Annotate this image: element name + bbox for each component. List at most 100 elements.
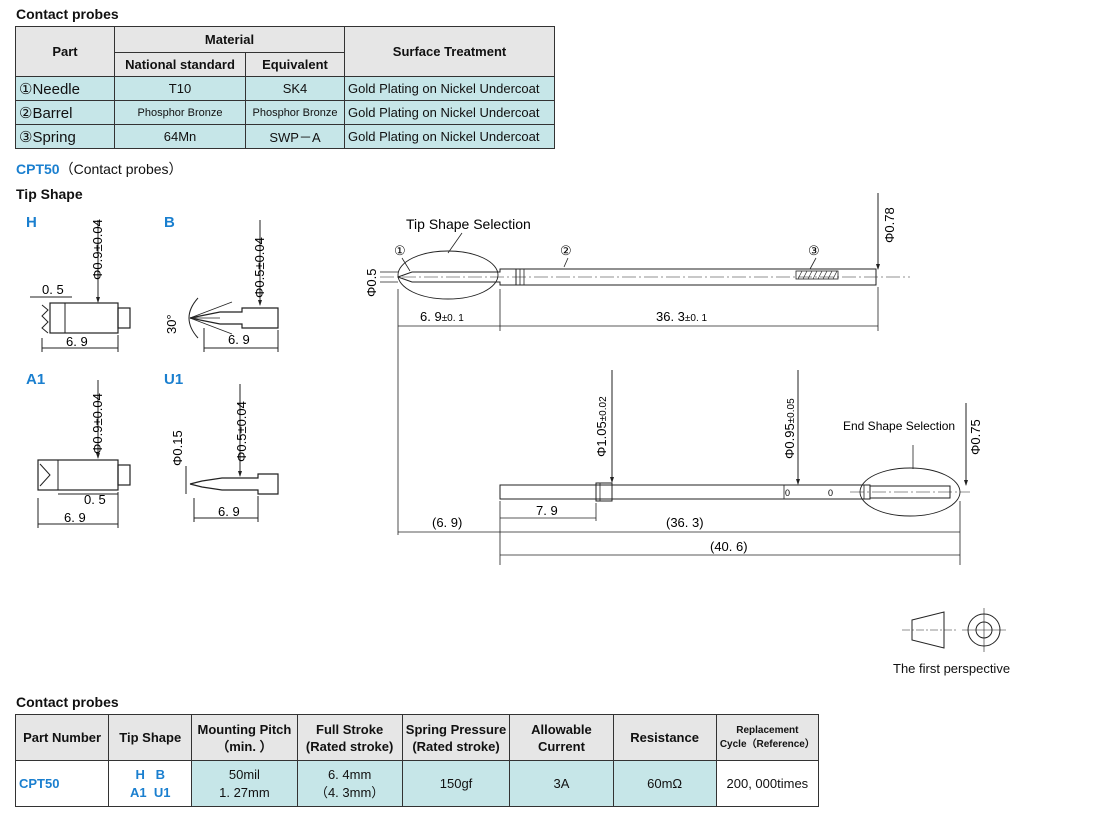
tip-u1-drawing: Φ0.5±0.04 Φ0.15 6. 9 — [170, 384, 279, 522]
table-row: ②Barrel Phosphor Bronze Phosphor Bronze … — [15, 100, 555, 125]
len-79-label: 7. 9 — [536, 503, 558, 518]
len-tip-value: 6. 9 — [420, 309, 442, 324]
header-part: Part — [15, 26, 115, 77]
header-tip-shape: Tip Shape — [108, 714, 193, 761]
header-material: Material — [114, 26, 345, 53]
equivalent-cell: SWP－A — [245, 124, 345, 149]
tip-h-d2: 6. 9 — [66, 334, 88, 349]
surface-cell: Gold Plating on Nickel Undercoat — [344, 100, 555, 125]
tip-label-h: H — [26, 214, 37, 231]
barrel-mark: 0 — [785, 488, 790, 498]
national-cell: 64Mn — [114, 124, 246, 149]
surface-cell: Gold Plating on Nickel Undercoat — [344, 124, 555, 149]
tip-a1-drawing: Φ0.9±0.04 0. 5 6. 9 — [37, 380, 131, 528]
header-mounting-pitch-line1: Mounting Pitch — [197, 721, 292, 737]
header-national-standard: National standard — [114, 52, 246, 77]
part-number-cell: CPT50 — [14, 760, 110, 807]
callout-2: ② — [560, 243, 572, 258]
tip-u1-dia2: Φ0.15 — [170, 430, 185, 466]
len-body-tol: ±0. 1 — [685, 313, 708, 324]
barrel-mark: 0 — [828, 488, 833, 498]
tip-h-dia: Φ0.9±0.04 — [90, 219, 105, 280]
header-mounting-pitch: Mounting Pitch（min. ） — [191, 714, 298, 761]
model-caption: CPT50（Contact probes） — [16, 159, 183, 179]
dia-tip-label: Φ0.5 — [364, 269, 379, 297]
dia-105-value: Φ1.05 — [594, 421, 609, 457]
national-cell: Phosphor Bronze — [114, 100, 246, 125]
tip-selection-label: Tip Shape Selection — [406, 216, 531, 232]
callout-1: ① — [394, 243, 406, 258]
dia-105-label: Φ1.05±0.02 — [594, 396, 609, 457]
header-replacement-cycle-line1: Replacement — [736, 724, 799, 736]
header-full-stroke-line1: Full Stroke — [316, 721, 384, 737]
main-probe-drawing: Tip Shape Selection ① ② ③ Φ0.5 Φ0.78 6. … — [364, 193, 983, 565]
projection-label: The first perspective — [893, 661, 1011, 676]
tip-b-drawing: Φ0.5±0.04 30° 6. 9 — [164, 220, 279, 352]
header-part-number: Part Number — [14, 714, 110, 761]
material-table: Part Material Surface Treatment National… — [15, 26, 555, 149]
part-cell: ①Needle — [15, 76, 115, 101]
tip-a1-d2: 6. 9 — [64, 510, 86, 525]
header-spring-pressure-line1: Spring Pressure — [405, 721, 507, 737]
header-equivalent: Equivalent — [245, 52, 345, 77]
header-replacement-cycle-line2: Cycle（Reference） — [719, 738, 815, 750]
full-stroke-line2: （4. 3mm） — [314, 784, 385, 800]
tip-shape-line2: A1 U1 — [130, 784, 171, 800]
surface-cell: Gold Plating on Nickel Undercoat — [344, 76, 555, 101]
tip-label-a1: A1 — [26, 371, 46, 388]
len-406p-label: (40. 6) — [710, 539, 748, 554]
material-table-title: Contact probes — [16, 6, 119, 22]
header-spring-pressure-line2: (Rated stroke) — [412, 738, 500, 754]
national-cell: T10 — [114, 76, 246, 101]
header-mounting-pitch-line2: （min. ） — [216, 738, 273, 754]
model-code: CPT50 — [16, 161, 60, 177]
full-stroke-cell: 6. 4mm （4. 3mm） — [296, 760, 403, 807]
tip-b-angle: 30° — [164, 314, 179, 334]
projection-symbol — [902, 608, 1006, 652]
mounting-pitch-line1: 50mil — [228, 766, 260, 782]
dia-095-label: Φ0.95±0.05 — [782, 398, 797, 459]
resistance-cell: 60mΩ — [612, 760, 717, 807]
tip-label-b: B — [164, 214, 175, 231]
len-69p-label: (6. 9) — [432, 515, 462, 530]
header-allowable-current-line1: Allowable — [531, 721, 592, 737]
tip-b-dia: Φ0.5±0.04 — [252, 237, 267, 298]
tip-shape-line1: H B — [135, 766, 166, 782]
dia-075-label: Φ0.75 — [968, 419, 983, 455]
header-spring-pressure: Spring Pressure(Rated stroke) — [401, 714, 511, 761]
dia-095-value: Φ0.95 — [782, 423, 797, 459]
part-cell: ②Barrel — [15, 100, 115, 125]
len-body-label: 36. 3±0. 1 — [656, 309, 708, 324]
header-full-stroke-line2: (Rated stroke) — [305, 738, 394, 754]
len-363p-label: (36. 3) — [666, 515, 704, 530]
len-body-value: 36. 3 — [656, 309, 685, 324]
dia-105-tol: ±0.02 — [598, 396, 609, 421]
tip-shape-title: Tip Shape — [16, 186, 83, 202]
tip-h-d1: 0. 5 — [42, 282, 64, 297]
callout-3: ③ — [808, 243, 820, 258]
spec-table-title: Contact probes — [16, 694, 119, 710]
header-resistance: Resistance — [612, 714, 717, 761]
table-row: ①Needle T10 SK4 Gold Plating on Nickel U… — [15, 76, 555, 101]
tip-shape-cell: H B A1 U1 — [108, 760, 193, 807]
full-stroke-line1: 6. 4mm — [327, 766, 372, 782]
header-full-stroke: Full Stroke(Rated stroke) — [296, 714, 403, 761]
equivalent-cell: SK4 — [245, 76, 345, 101]
replacement-cycle-cell: 200, 000times — [715, 760, 820, 807]
table-row: ③Spring 64Mn SWP－A Gold Plating on Nicke… — [15, 124, 555, 149]
dia-078-label: Φ0.78 — [882, 207, 897, 243]
len-tip-label: 6. 9±0. 1 — [420, 309, 464, 324]
end-selection-label: End Shape Selection — [843, 419, 955, 433]
header-allowable-current-line2: Current — [537, 738, 585, 754]
tip-u1-d2: 6. 9 — [218, 504, 240, 519]
tip-label-u1: U1 — [164, 371, 184, 388]
allowable-current-cell: 3A — [509, 760, 614, 807]
tip-b-d2: 6. 9 — [228, 332, 250, 347]
part-cell: ③Spring — [15, 124, 115, 149]
dia-095-tol: ±0.05 — [786, 398, 797, 423]
tip-h-drawing: Φ0.9±0.04 0. 5 6. 9 — [30, 219, 131, 352]
equivalent-cell: Phosphor Bronze — [245, 100, 345, 125]
